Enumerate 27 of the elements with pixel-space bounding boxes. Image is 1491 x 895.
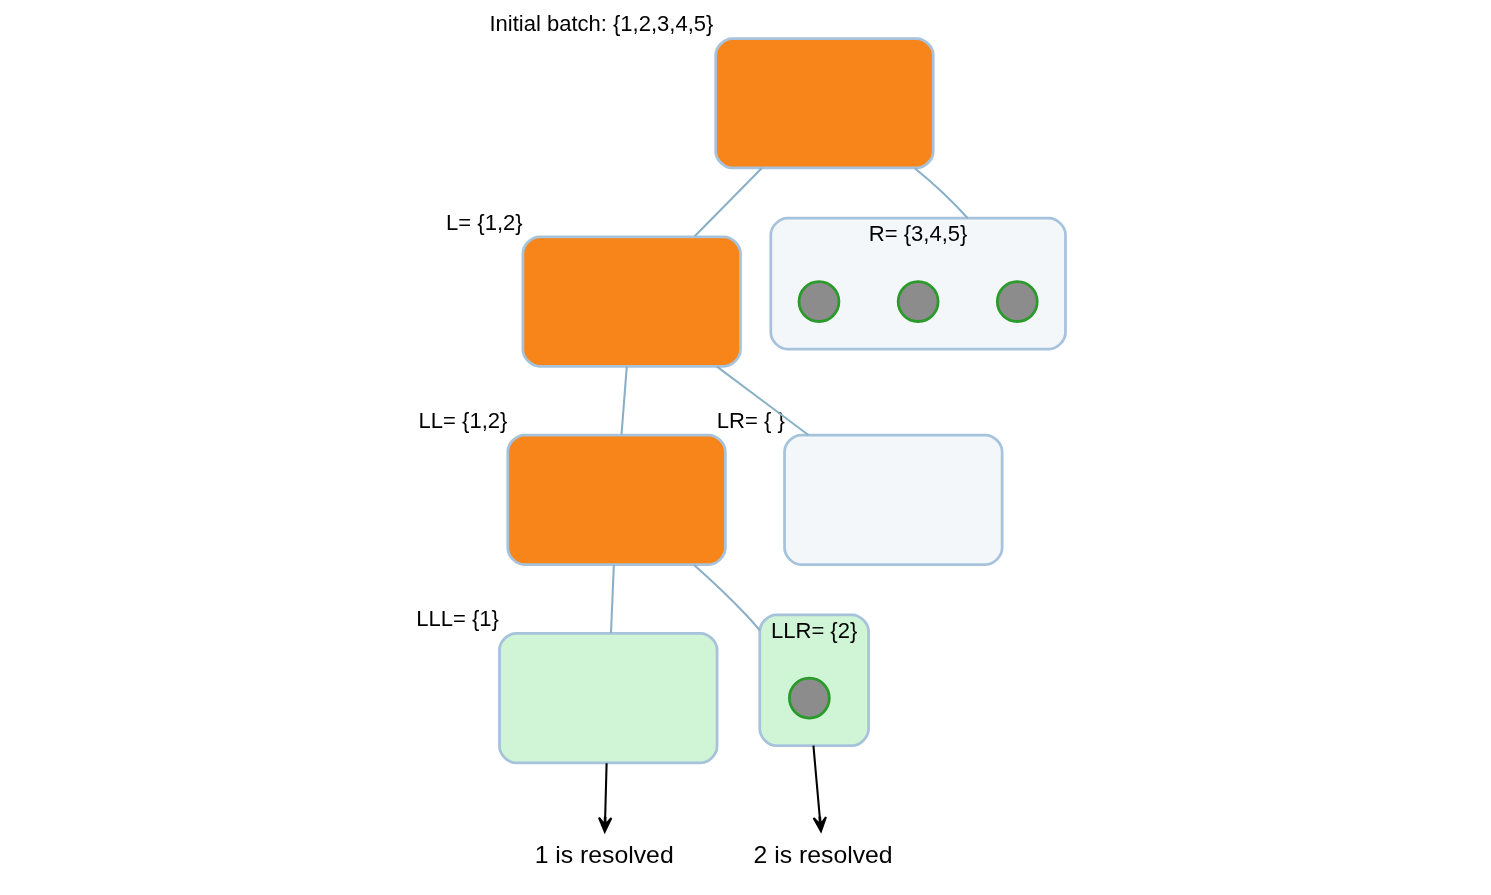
connector (913, 167, 968, 219)
node-label: Initial batch: {1,2,3,4,5} (488, 11, 713, 37)
cluster (768, 216, 1067, 351)
node-circle (797, 280, 840, 323)
arrow (597, 763, 612, 833)
node-label: L= {1,2} (445, 209, 523, 235)
arrow (811, 745, 827, 833)
node-box (505, 433, 727, 566)
node-text: 1 is resolved (534, 840, 674, 868)
node-text: 2 is resolved (753, 840, 893, 868)
connector (619, 366, 628, 435)
node-circle (995, 280, 1039, 323)
node-label: LLR= {2} (770, 617, 857, 643)
node-box (521, 235, 742, 368)
node-label: LLL= {1} (415, 606, 499, 632)
node-label: LL= {1,2} (418, 407, 507, 433)
connector (715, 365, 809, 436)
node-box (713, 37, 935, 170)
node-box (782, 433, 1003, 566)
node-label: R= {3,4,5} (868, 221, 967, 247)
connector (609, 564, 615, 633)
node-circle (787, 676, 831, 720)
node-box (497, 632, 718, 765)
node-circle (896, 280, 939, 323)
connector (693, 167, 763, 238)
connector (692, 564, 761, 631)
cluster (757, 613, 870, 747)
